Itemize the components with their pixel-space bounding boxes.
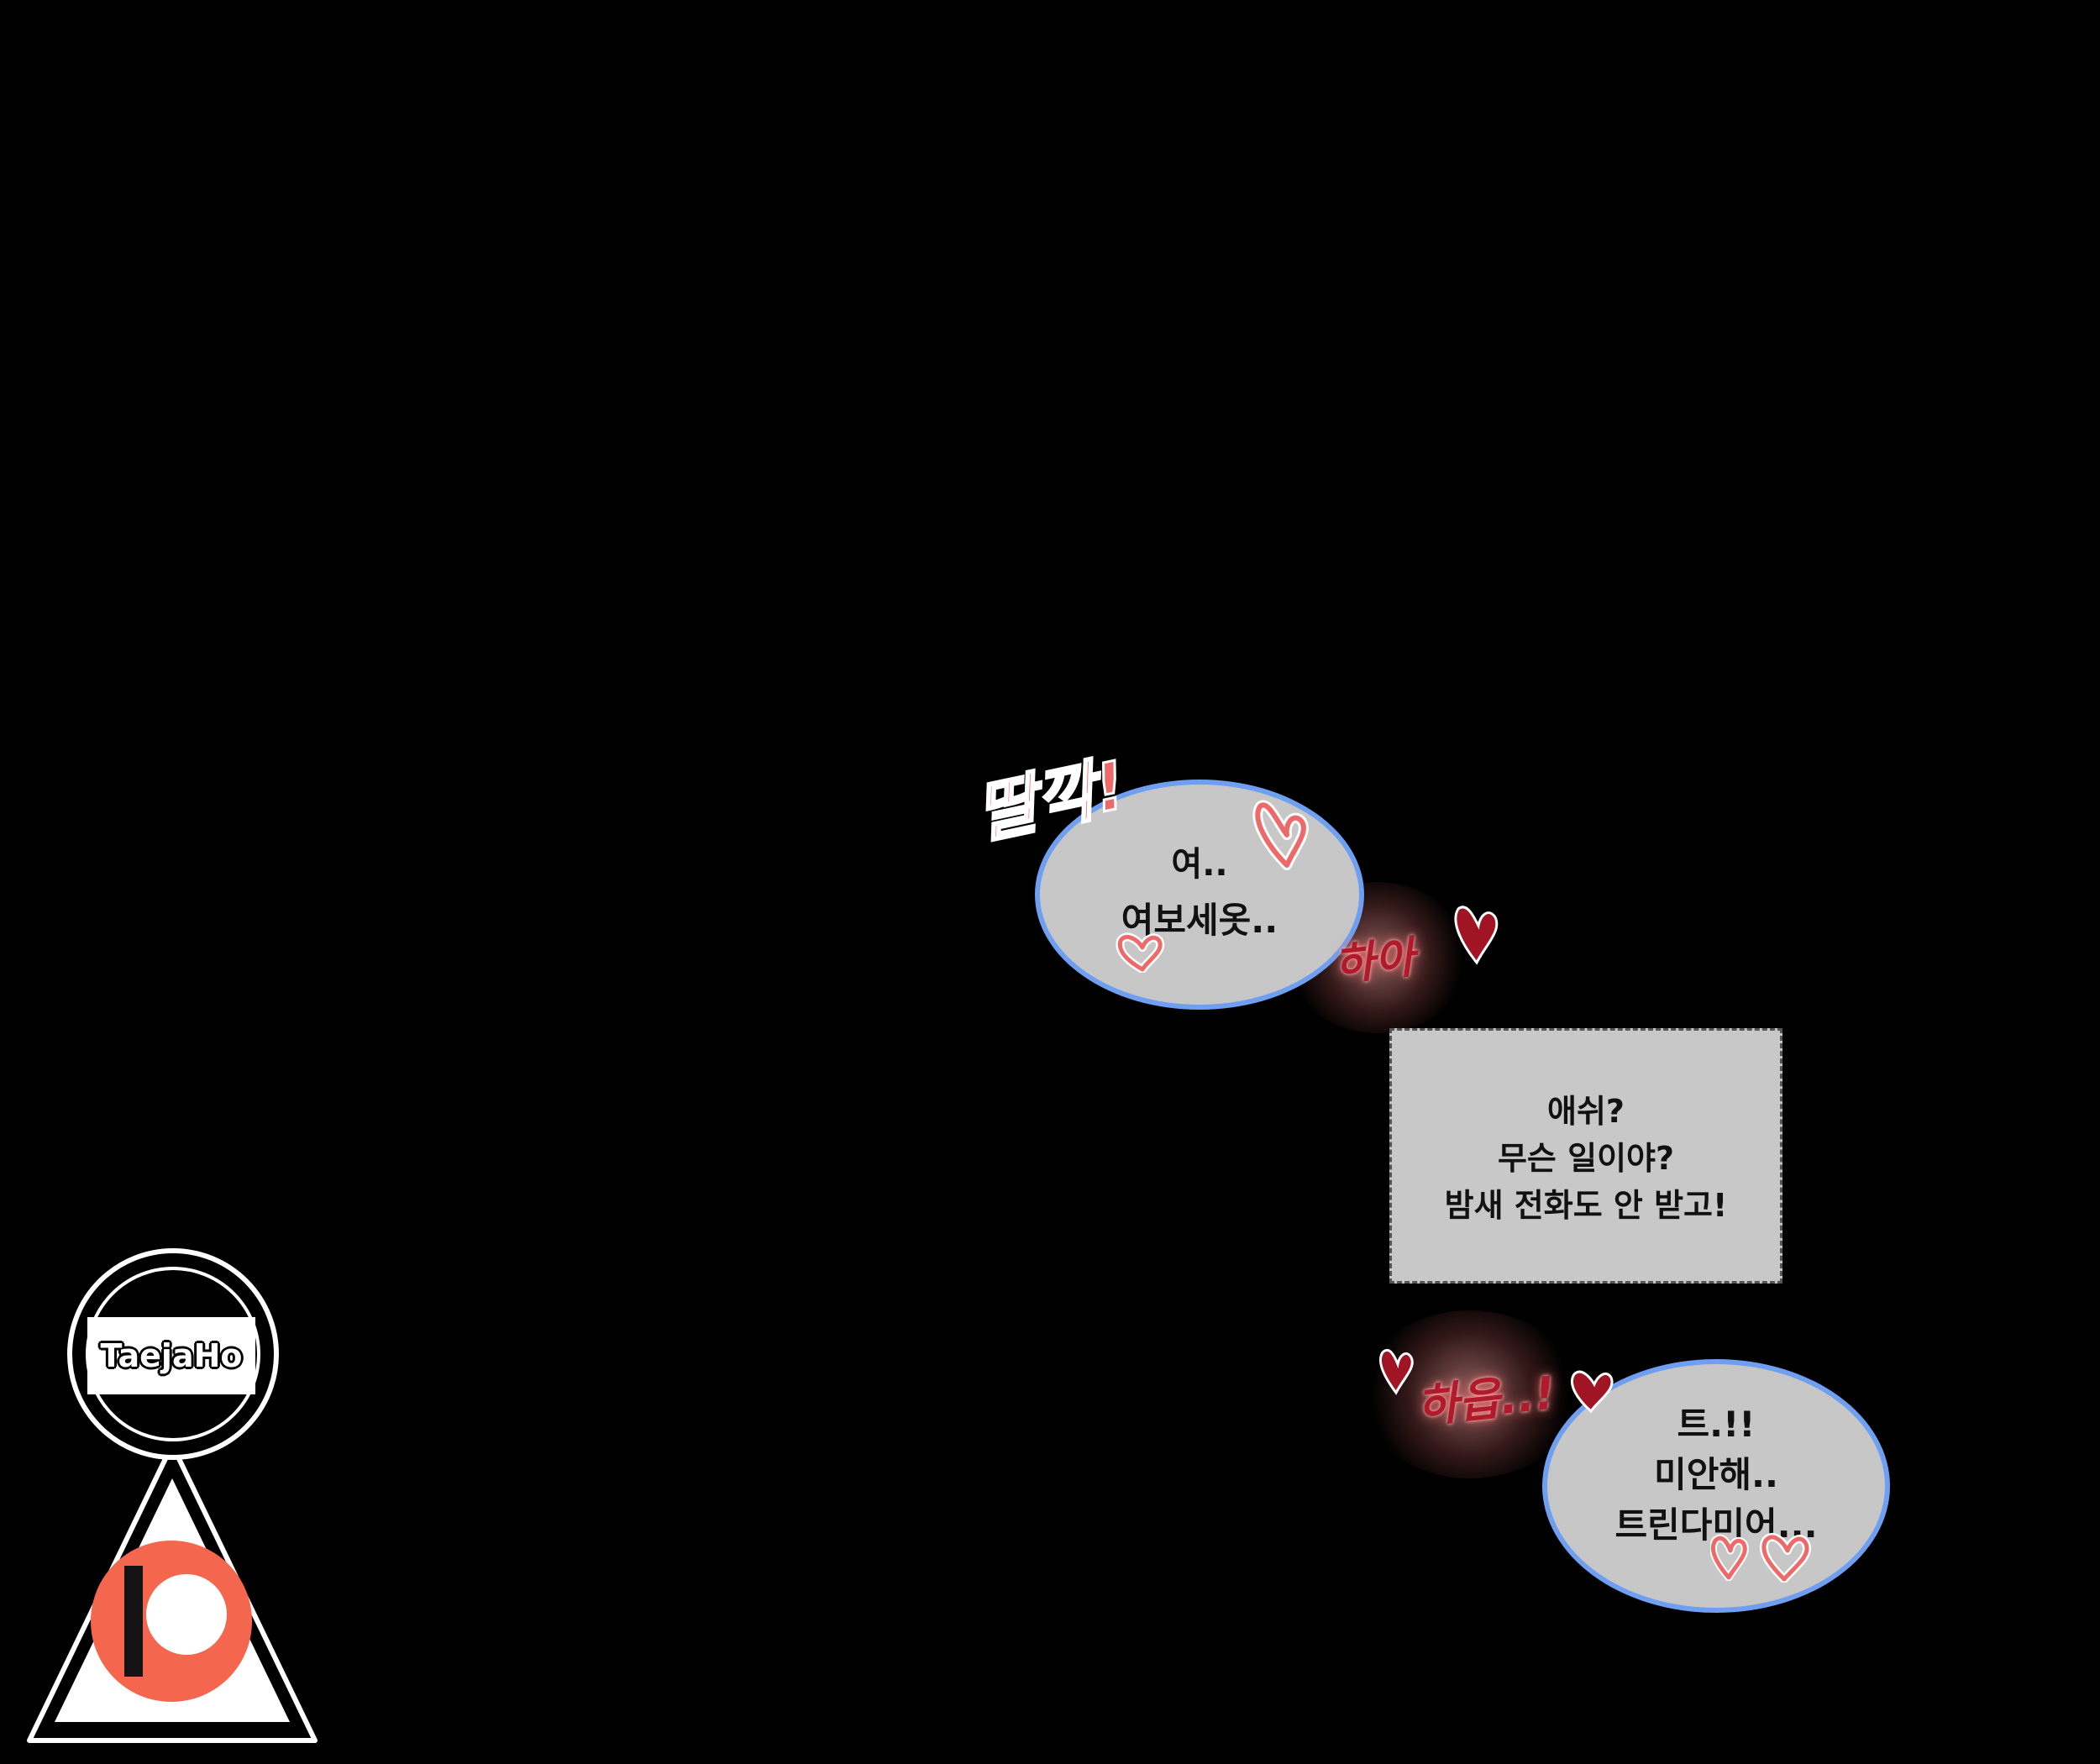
- sfx-glow: [1361, 1310, 1579, 1478]
- watermark-name: TaejaHo: [87, 1317, 255, 1394]
- narration-line-2: 무슨 일이야?: [1497, 1140, 1675, 1177]
- heart-icon: [1378, 1348, 1414, 1395]
- heart-icon: [1252, 800, 1309, 870]
- bubble-top-line-2: 여보세옷..: [1121, 900, 1278, 941]
- heart-icon: [1454, 906, 1499, 965]
- heart-icon: [1116, 932, 1165, 973]
- bubble-top-line-1: 여..: [1171, 845, 1228, 884]
- heart-icon: [1571, 1370, 1614, 1414]
- bubble-bottom-line-2: 미안해..: [1654, 1454, 1778, 1495]
- sfx-haa: 하아: [1331, 932, 1418, 991]
- narration-box: 애쉬? 무슨 일이야? 밤새 전화도 안 받고!: [1389, 1028, 1782, 1284]
- narration-line-1: 애쉬?: [1547, 1093, 1625, 1130]
- heart-icon: [1710, 1534, 1749, 1581]
- speech-bubble-top: 여.. 여보세옷..: [1035, 780, 1364, 1010]
- heart-icon: [1760, 1532, 1812, 1583]
- narration-line-3: 밤새 전화도 안 받고!: [1444, 1187, 1728, 1224]
- bubble-bottom-line-1: 트.!!: [1677, 1404, 1756, 1445]
- patreon-logo-icon: [91, 1541, 252, 1702]
